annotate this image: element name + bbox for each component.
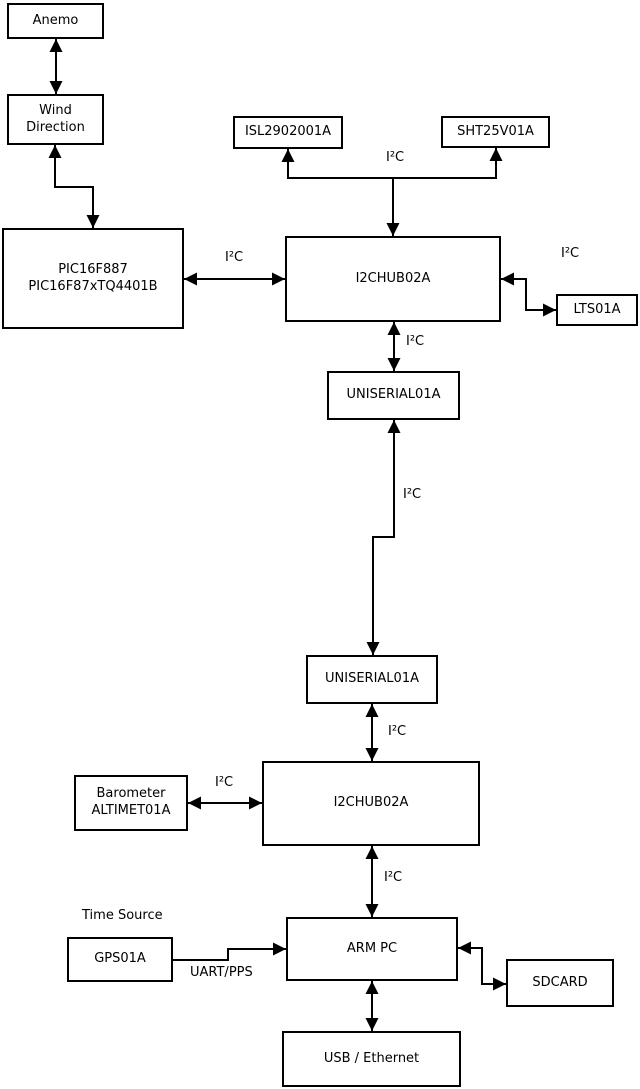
node-uniserial-top-label: UNISERIAL01A: [346, 387, 441, 403]
node-sht25v01a-label: SHT25V01A: [457, 123, 534, 139]
node-pic: PIC16F887 PIC16F87xTQ4401B: [2, 228, 184, 329]
node-wind-direction-label-line2: Direction: [26, 119, 85, 135]
connector-gps-arm-pc: [173, 942, 286, 961]
node-pic-label-line1: PIC16F887: [58, 261, 128, 277]
node-wind-direction-label-line1: Wind: [39, 102, 72, 118]
connector-uniserial-top-uniserial-bottom: [366, 420, 401, 655]
node-anemo-label: Anemo: [32, 12, 79, 28]
i2c-label-sensor-bus: I²C: [386, 150, 405, 165]
i2c-label-pic-hub: I²C: [225, 250, 244, 265]
connector-i2chub-top-lts: [501, 272, 556, 317]
node-pic-label-line2: PIC16F87xTQ4401B: [28, 278, 158, 294]
node-sht25v01a: SHT25V01A: [441, 116, 550, 148]
i2c-label-uniserial-hub2: I²C: [388, 724, 407, 739]
node-uniserial-bottom: UNISERIAL01A: [306, 655, 438, 704]
node-arm-pc: ARM PC: [286, 917, 458, 981]
connector-wind-direction-pic: [48, 145, 100, 228]
i2c-label-hub2-arm: I²C: [384, 870, 403, 885]
i2c-label-hub-uniserial: I²C: [406, 334, 425, 349]
node-lts01a-label: LTS01A: [573, 301, 621, 317]
node-anemo: Anemo: [7, 3, 104, 39]
node-sdcard-label: SDCARD: [532, 974, 588, 990]
node-gps01a: GPS01A: [67, 937, 173, 982]
node-barometer: Barometer ALTIMET01A: [74, 775, 188, 831]
node-isl2902001a: ISL2902001A: [233, 116, 343, 149]
node-i2chub-bottom-label: I2CHUB02A: [333, 795, 409, 811]
node-arm-pc-label: ARM PC: [346, 940, 398, 956]
i2c-label-uniserial-link: I²C: [403, 487, 422, 502]
node-isl2902001a-label: ISL2902001A: [244, 124, 332, 140]
node-uniserial-bottom-label: UNISERIAL01A: [325, 671, 419, 687]
node-gps01a-label: GPS01A: [94, 951, 146, 967]
node-barometer-label-line1: Barometer: [96, 786, 166, 802]
node-sdcard: SDCARD: [506, 959, 614, 1007]
node-i2chub-bottom: I2CHUB02A: [262, 761, 480, 846]
node-i2chub-top-label: I2CHUB02A: [355, 270, 431, 286]
time-source-label: Time Source: [82, 908, 163, 923]
node-uniserial-top: UNISERIAL01A: [327, 371, 460, 420]
uart-pps-label: UART/PPS: [190, 965, 253, 980]
i2c-label-lts: I²C: [561, 246, 580, 261]
node-lts01a: LTS01A: [556, 294, 638, 326]
node-wind-direction: Wind Direction: [7, 94, 104, 145]
connector-arm-pc-sdcard: [458, 941, 506, 991]
node-usb-ethernet-label: USB / Ethernet: [323, 1050, 420, 1066]
node-barometer-label-line2: ALTIMET01A: [91, 803, 171, 818]
i2c-label-barometer: I²C: [215, 775, 234, 790]
node-usb-ethernet: USB / Ethernet: [282, 1031, 461, 1087]
node-i2chub-top: I2CHUB02A: [285, 236, 501, 322]
